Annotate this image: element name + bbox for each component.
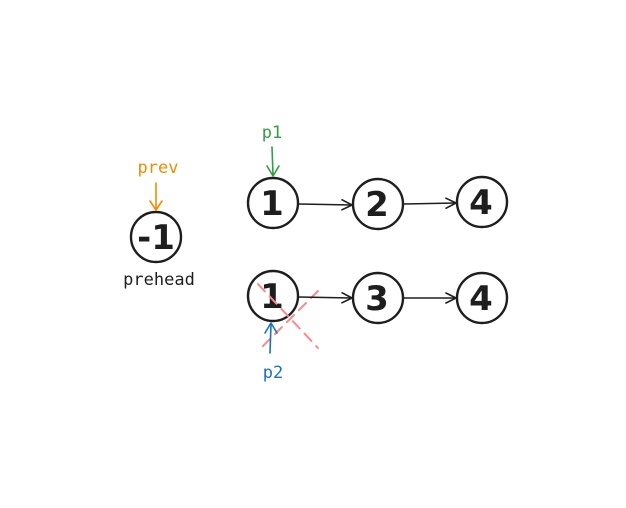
prehead-value: -1 (137, 218, 175, 258)
list1-node-2-circle (351, 177, 405, 231)
list2-arrow-1 (298, 292, 353, 304)
list1-node-2-value: 2 (365, 185, 389, 225)
list1-node-1-circle (246, 176, 300, 230)
list2-node-3-circle (455, 271, 509, 325)
list2-node-1-value: 1 (260, 277, 284, 317)
list1-node-1-value: 1 (260, 184, 284, 224)
list2-node-2-value: 3 (365, 279, 389, 319)
list2-node-1-circle (246, 269, 300, 323)
list2-node-2-circle (351, 271, 405, 325)
list2-node-2: 3 (351, 271, 405, 325)
list2-node-3: 4 (455, 271, 509, 325)
list1-node-1: 1 (246, 176, 300, 230)
list1-node-3: 4 (455, 175, 509, 229)
prehead-node: -1 (129, 210, 183, 264)
prehead-caption: prehead (123, 270, 195, 290)
list1-node-3-circle (455, 175, 509, 229)
p2-arrow (264, 322, 278, 354)
p2-label: p2 (263, 363, 283, 383)
prev-label: prev (138, 158, 179, 178)
list1-arrow-1 (298, 199, 353, 211)
list1-node-2: 2 (351, 177, 405, 231)
removed-cross-mark (257, 283, 319, 349)
p1-label: p1 (262, 123, 282, 143)
prev-arrow (149, 182, 163, 211)
list1-arrow-2 (403, 197, 457, 209)
prehead-circle (129, 210, 183, 264)
list1-node-3-value: 4 (469, 183, 493, 223)
p1-arrow (266, 146, 280, 177)
list2-node-3-value: 4 (469, 279, 493, 319)
list2-node-1: 1 (246, 269, 300, 323)
